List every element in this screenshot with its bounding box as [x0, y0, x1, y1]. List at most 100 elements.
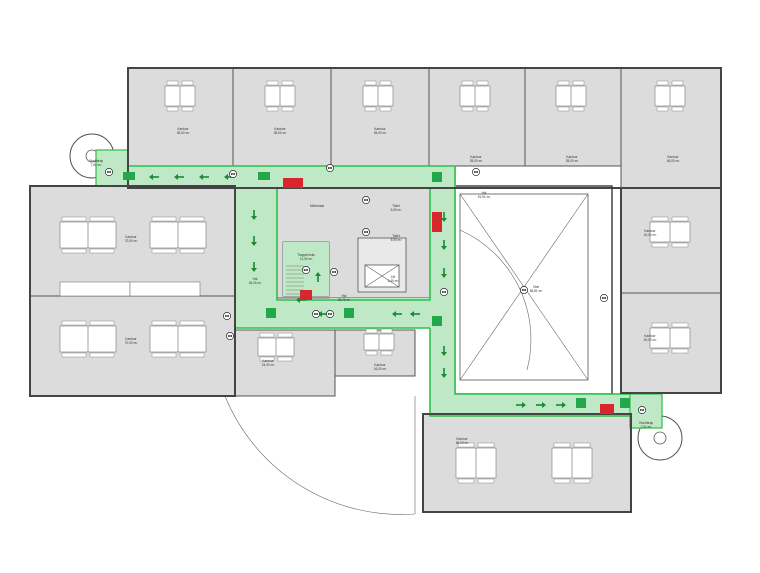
chair	[181, 80, 194, 86]
escape-arrow-icon	[174, 174, 184, 180]
chair	[557, 106, 570, 112]
wall-south	[422, 413, 632, 513]
area-hal-main: 91,91 m²	[478, 195, 491, 199]
label-kantoor-n2: Kantoor	[274, 127, 286, 131]
escape-arrow-icon	[441, 368, 447, 378]
escape-arrow-icon	[410, 311, 420, 317]
smoke-detector-icon	[330, 268, 338, 276]
smoke-detector-icon	[223, 312, 231, 320]
smoke-detector-icon	[638, 406, 646, 414]
escape-arrow-icon	[556, 402, 566, 408]
chair	[671, 216, 689, 222]
desk-row	[129, 281, 201, 297]
label-kantoor-n3: Kantoor	[374, 127, 386, 131]
chair	[151, 352, 177, 358]
escape-arrow-icon	[199, 174, 209, 180]
escape-arrow-icon	[536, 402, 546, 408]
smoke-detectors	[105, 164, 646, 414]
area-kantoor-46: 46,00 m²	[667, 159, 680, 163]
smoke-detector-icon	[362, 196, 370, 204]
label-toilet-b: Toilet	[392, 234, 400, 238]
escape-arrow-icon	[251, 262, 257, 272]
wall-north	[127, 67, 722, 189]
signs	[123, 172, 630, 414]
walls	[29, 67, 722, 513]
chair	[476, 80, 489, 86]
chair	[573, 478, 591, 484]
area-kantoor-56: 56,00 m²	[456, 441, 469, 445]
chair	[380, 350, 393, 356]
label-kantoor-n5: Kantoor	[566, 155, 578, 159]
chair	[365, 328, 378, 334]
chair	[281, 106, 294, 112]
area-kantoor-n4: 35,00 m²	[470, 159, 483, 163]
label-hal-south: Hal	[342, 294, 347, 298]
chair	[671, 242, 689, 248]
fire-hose-icon	[600, 404, 614, 414]
label-vide: Vide	[533, 285, 540, 289]
chair	[179, 352, 205, 358]
smoke-detector-icon	[229, 170, 237, 178]
chair	[477, 478, 495, 484]
chair	[379, 80, 392, 86]
exit-sign-icon	[432, 316, 442, 326]
chair	[671, 106, 684, 112]
smoke-detector-icon	[105, 168, 113, 176]
lift-cross-2	[364, 264, 400, 288]
chair	[671, 348, 689, 354]
escape-arrow-icon	[392, 311, 402, 317]
chair	[457, 478, 475, 484]
vluchttrap-west-landing	[95, 149, 129, 187]
chair	[572, 80, 585, 86]
chair	[266, 106, 279, 112]
chair	[651, 216, 669, 222]
label-kantoor-e2: Kantoor	[644, 334, 656, 338]
chair	[179, 320, 205, 326]
area-kantoor-e2: 40,00 m²	[644, 338, 657, 342]
area-kantoor-n2: 35,00 m²	[274, 131, 287, 135]
desk-row	[59, 281, 131, 297]
chair	[151, 248, 177, 254]
south-offices	[234, 329, 632, 513]
area-hal-south: 28,72 m²	[338, 298, 351, 302]
chair	[89, 216, 115, 222]
entrance-arc	[224, 395, 416, 515]
chair	[461, 106, 474, 112]
chair	[61, 352, 87, 358]
route-outline-east	[429, 328, 630, 417]
smoke-detector-icon	[362, 228, 370, 236]
exit-sign-icon	[432, 172, 442, 182]
smoke-detector-icon	[472, 168, 480, 176]
chair	[651, 242, 669, 248]
area-vluchttrap-e: 7,61 m²	[641, 425, 652, 429]
exit-sign-icon	[258, 172, 270, 180]
label-kantoor-w2: Kantoor	[125, 337, 137, 341]
area-toilet-b: 5,90 m²	[391, 238, 402, 242]
escape-arrow-icon	[441, 346, 447, 356]
chair	[179, 216, 205, 222]
chair	[151, 320, 177, 326]
smoke-detector-icon	[326, 164, 334, 172]
chair	[461, 80, 474, 86]
label-toilet-a: Toilet	[392, 204, 400, 208]
vluchttrap-east-landing	[629, 393, 663, 429]
smoke-detector-icon	[312, 310, 320, 318]
chair	[61, 320, 87, 326]
chair	[477, 442, 495, 448]
chair	[281, 80, 294, 86]
label-trappenhuis: Trappenhuis	[297, 253, 315, 257]
label-vluchttrap-w: Vluchttrap	[89, 159, 104, 163]
escape-arrow-icon	[251, 210, 257, 220]
label-kantoor-e1: Kantoor	[644, 229, 656, 233]
chair	[573, 442, 591, 448]
extinguisher-icon	[300, 290, 312, 300]
chair	[89, 248, 115, 254]
chair	[656, 80, 669, 86]
area-kantoor-e1: 40,00 m²	[644, 233, 657, 237]
chair	[181, 106, 194, 112]
escape-arrow-icon	[441, 212, 447, 222]
spiral-stair-west	[69, 133, 129, 187]
chair	[380, 328, 393, 334]
exit-sign-icon	[620, 398, 630, 408]
